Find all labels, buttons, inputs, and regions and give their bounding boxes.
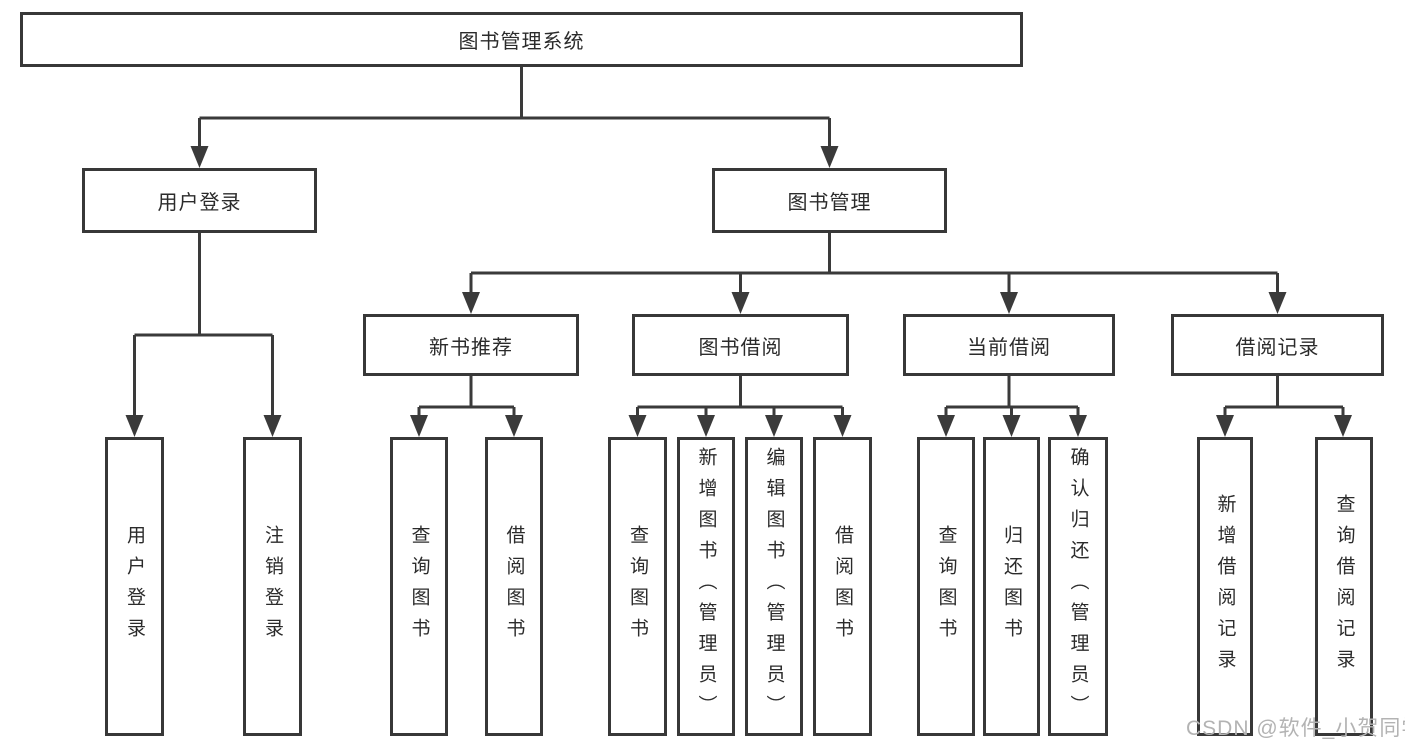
leaf-recommend-query-books: 查询图书: [390, 437, 448, 736]
leaf-add-books-admin: 新增图书（管理员）: [677, 437, 735, 736]
leaf-query-borrow-record-label: 查询借阅记录: [1333, 493, 1355, 680]
leaf-current-query-books: 查询图书: [917, 437, 975, 736]
leaf-user-login: 用户登录: [105, 437, 164, 736]
node-book-management-label: 图书管理: [787, 192, 872, 214]
leaf-confirm-return-admin: 确认归还（管理员）: [1048, 437, 1108, 736]
node-book-borrow: 图书借阅: [632, 314, 849, 376]
leaf-edit-books-admin: 编辑图书（管理员）: [745, 437, 803, 736]
connector-root-stem: [198, 67, 831, 150]
leaf-current-query-books-label: 查询图书: [935, 524, 957, 649]
connector-book-management-branch: [469, 232, 1279, 296]
leaf-borrow-books: 借阅图书: [813, 437, 872, 736]
node-current-borrow: 当前借阅: [903, 314, 1115, 376]
leaf-return-books-label: 归还图书: [1001, 524, 1022, 649]
node-root-label: 图书管理系统: [458, 31, 585, 53]
arrowheads: [125, 146, 1352, 437]
node-user-login-label: 用户登录: [157, 192, 242, 214]
leaf-add-books-admin-label: 新增图书（管理员）: [695, 447, 717, 726]
connector-borrow-record-branch: [1223, 376, 1345, 419]
node-new-book-recommend: 新书推荐: [363, 314, 579, 376]
leaf-borrow-query-books-label: 查询图书: [627, 524, 648, 649]
node-user-login: 用户登录: [82, 168, 317, 233]
connector-new-book-branch: [417, 376, 516, 419]
leaf-recommend-borrow-books: 借阅图书: [485, 437, 543, 736]
leaf-add-borrow-record: 新增借阅记录: [1197, 437, 1253, 736]
connector-current-borrow-branch: [944, 376, 1080, 419]
leaf-recommend-borrow-books-label: 借阅图书: [503, 524, 525, 649]
connector-book-borrow-branch: [636, 376, 844, 419]
leaf-user-login-label: 用户登录: [124, 524, 145, 649]
node-borrow-records-label: 借阅记录: [1235, 336, 1320, 359]
node-current-borrow-label: 当前借阅: [967, 336, 1051, 359]
leaf-recommend-query-books-label: 查询图书: [408, 524, 430, 649]
watermark: CSDN @软件_小贺同学: [1186, 717, 1405, 740]
node-book-management: 图书管理: [712, 168, 947, 233]
leaf-logout: 注销登录: [243, 437, 302, 736]
leaf-logout-label: 注销登录: [262, 524, 283, 649]
leaf-return-books: 归还图书: [983, 437, 1040, 736]
node-borrow-records: 借阅记录: [1171, 314, 1384, 376]
leaf-edit-books-admin-label: 编辑图书（管理员）: [763, 447, 785, 726]
leaf-confirm-return-admin-label: 确认归还（管理员）: [1067, 447, 1089, 726]
connector-user-login-branch: [133, 233, 274, 419]
node-new-book-recommend-label: 新书推荐: [429, 336, 513, 359]
node-root: 图书管理系统: [20, 12, 1023, 67]
leaf-query-borrow-record: 查询借阅记录: [1315, 437, 1373, 736]
leaf-borrow-query-books: 查询图书: [608, 437, 667, 736]
leaf-add-borrow-record-label: 新增借阅记录: [1214, 493, 1236, 680]
leaf-borrow-books-label: 借阅图书: [832, 524, 853, 649]
node-book-borrow-label: 图书借阅: [698, 336, 783, 359]
